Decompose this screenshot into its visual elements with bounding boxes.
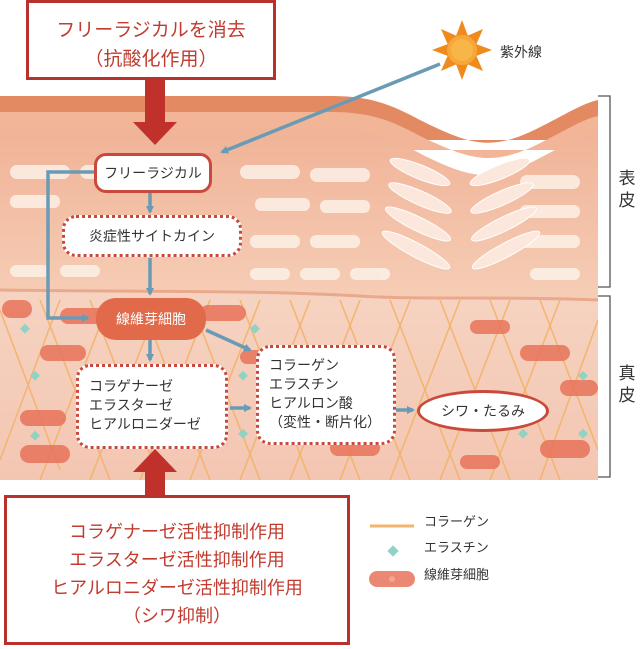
component-collagen: コラーゲン — [269, 358, 339, 374]
label-epidermis: 表 皮 — [617, 168, 637, 212]
suppression-line-4: （シワ抑制） — [123, 606, 231, 627]
label-dermis-1: 真 — [618, 364, 636, 384]
legend-elastin-swatch — [387, 545, 399, 557]
label-dermis-2: 皮 — [618, 386, 636, 406]
uv-label: 紫外線 — [500, 45, 542, 61]
legend-elastin-label: エラスチン — [424, 541, 489, 556]
node-wrinkle-label: シワ・たるみ — [441, 404, 525, 420]
dermal-fibroblasts — [2, 300, 598, 469]
antioxidant-subtitle: （抗酸化作用） — [84, 48, 218, 70]
component-degradation-note: （変性・断片化） — [269, 415, 381, 431]
node-free-radical: フリーラジカル — [94, 153, 212, 193]
node-free-radical-label: フリーラジカル — [104, 166, 202, 182]
layer-brackets — [598, 95, 611, 478]
label-dermis: 真 皮 — [617, 363, 637, 407]
label-epidermis-1: 表 — [618, 169, 636, 189]
suppression-line-3: ヒアルロニダーゼ活性抑制作用 — [51, 578, 303, 599]
component-elastin: エラスチン — [269, 377, 339, 393]
label-epidermis-2: 皮 — [618, 191, 636, 211]
flow-arrows — [46, 62, 441, 414]
suppression-line-1: コラゲナーゼ活性抑制作用 — [69, 522, 285, 543]
node-enzymes: コラゲナーゼ エラスターゼ ヒアルロニダーゼ — [76, 364, 228, 449]
node-fibroblast-label: 線維芽細胞 — [116, 312, 186, 328]
legend-fibroblast-label: 線維芽細胞 — [424, 568, 490, 583]
enzyme-elastase: エラスターゼ — [89, 398, 173, 414]
antioxidant-box: フリーラジカルを消去 （抗酸化作用） — [26, 0, 276, 80]
enzyme-collagenase: コラゲナーゼ — [89, 379, 173, 395]
enzyme-hyaluronidase: ヒアルロニダーゼ — [89, 417, 201, 433]
sun-icon — [432, 20, 492, 80]
legend-graphics — [369, 524, 415, 587]
node-cytokine-label: 炎症性サイトカイン — [89, 229, 215, 245]
node-components: コラーゲン エラスチン ヒアルロン酸 （変性・断片化） — [256, 345, 396, 445]
antioxidant-title: フリーラジカルを消去 — [56, 19, 246, 41]
node-wrinkle: シワ・たるみ — [417, 390, 549, 432]
suppression-line-2: エラスターゼ活性抑制作用 — [69, 550, 285, 571]
node-fibroblast: 線維芽細胞 — [96, 298, 206, 340]
component-hyaluronic-acid: ヒアルロン酸 — [269, 396, 353, 412]
legend-collagen-label: コラーゲン — [424, 515, 490, 530]
wrinkle-fold-cells — [381, 157, 541, 270]
wrinkle-suppression-box: コラゲナーゼ活性抑制作用 エラスターゼ活性抑制作用 ヒアルロニダーゼ活性抑制作用… — [4, 495, 350, 645]
inhibition-arrows — [133, 80, 177, 500]
node-cytokine: 炎症性サイトカイン — [62, 215, 242, 257]
